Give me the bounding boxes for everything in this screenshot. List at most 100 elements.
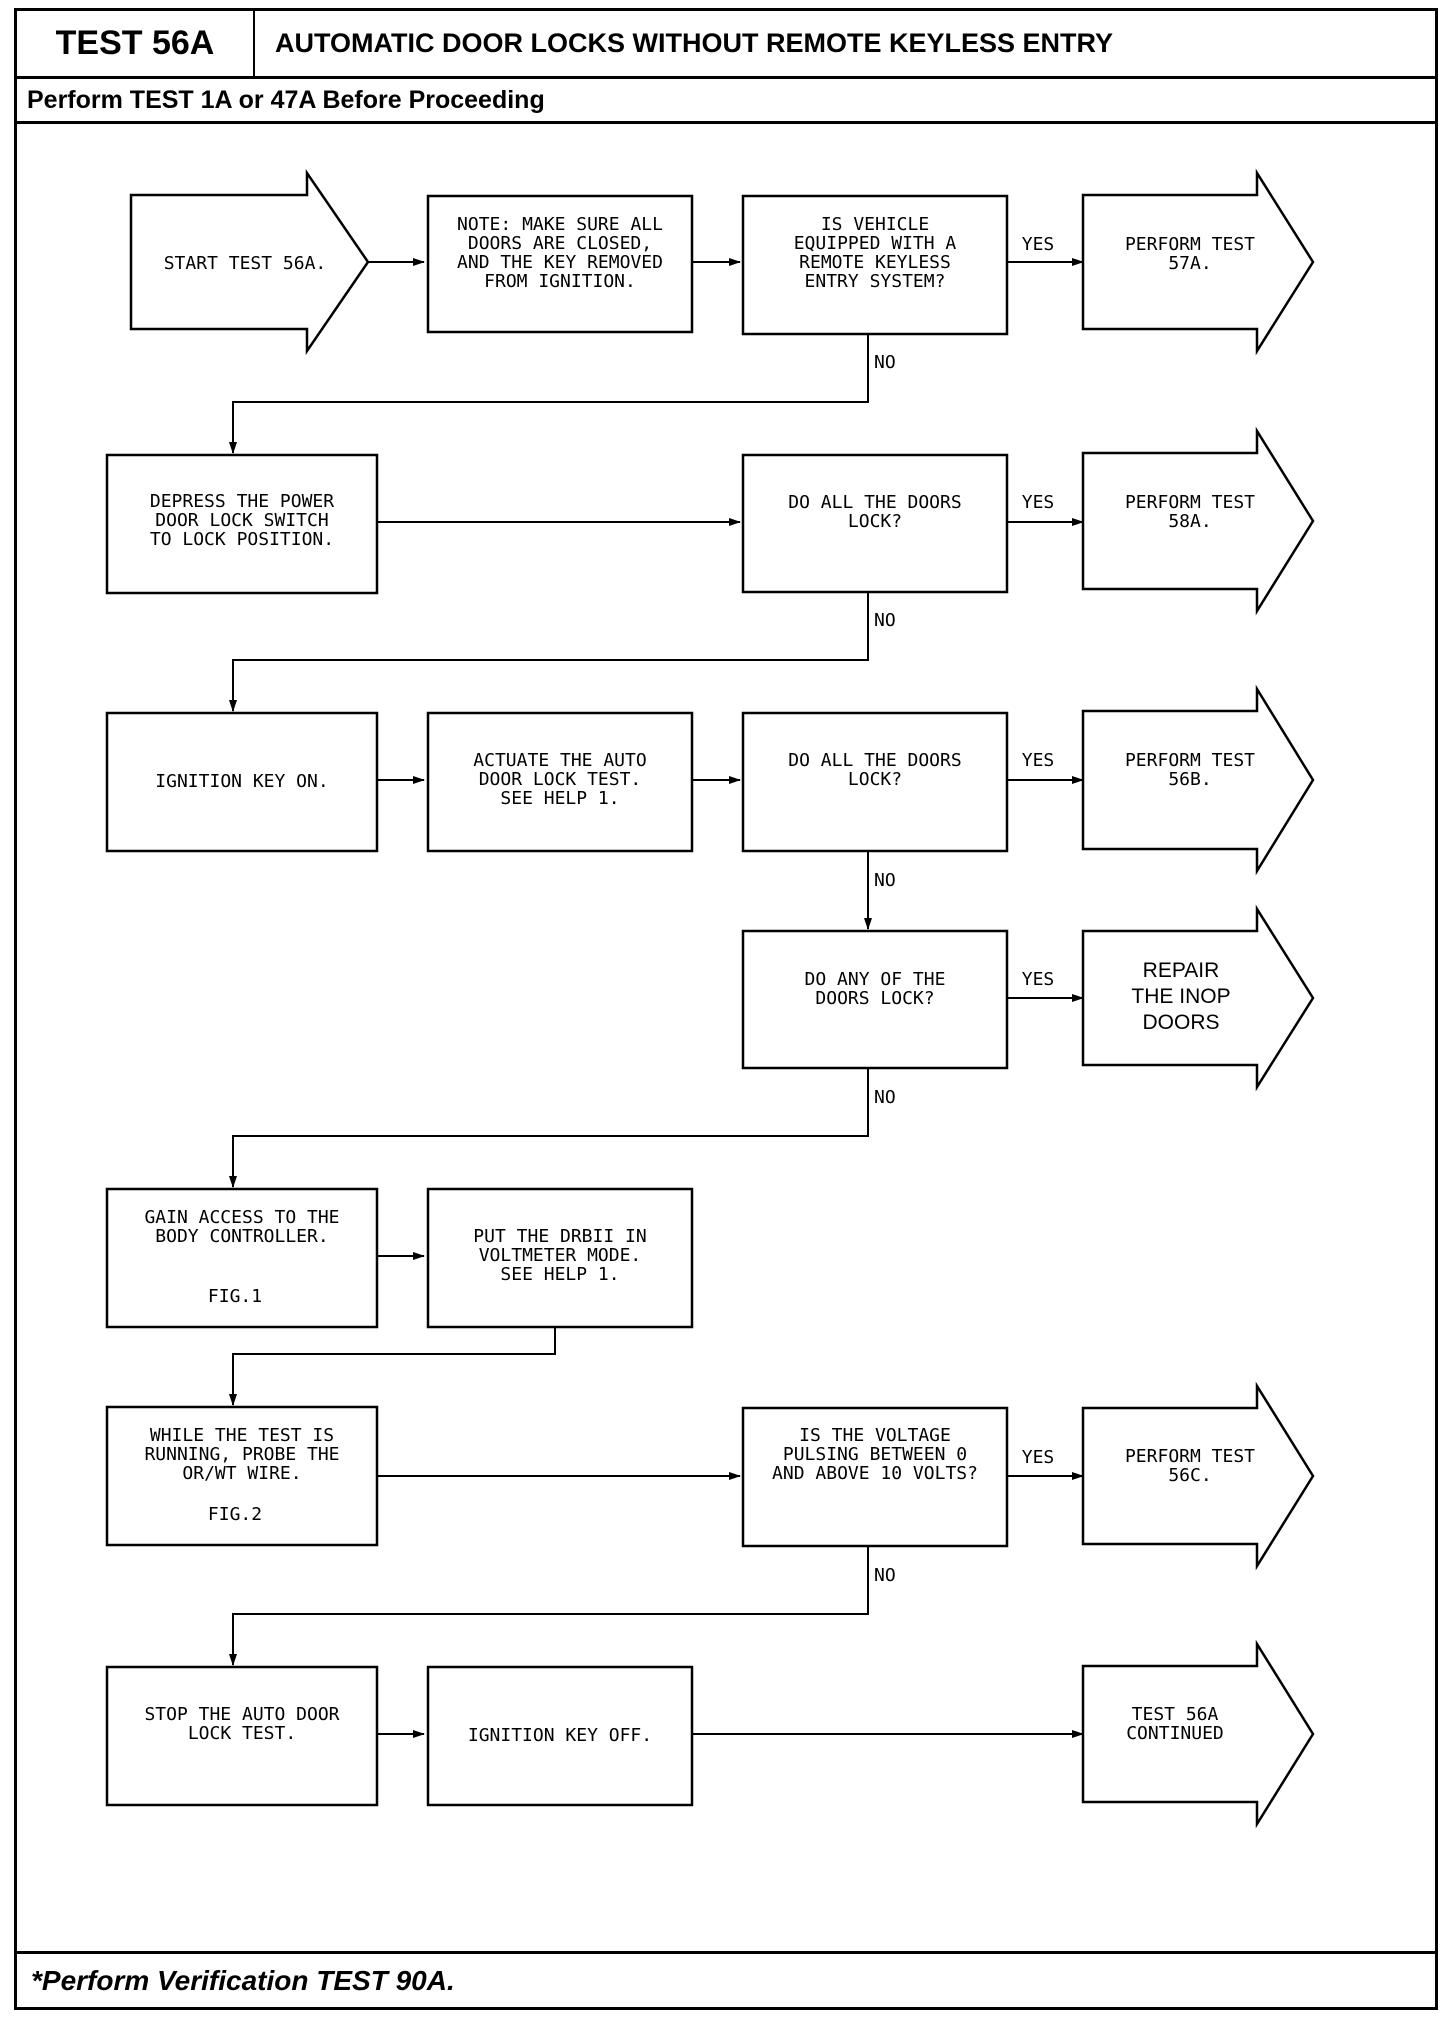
text-line: ACTUATE THE AUTO (473, 750, 646, 771)
text-line: 56B. (1168, 769, 1211, 790)
text-line: DEPRESS THE POWER (150, 491, 334, 512)
title-bar: TEST 56A AUTOMATIC DOOR LOCKS WITHOUT RE… (17, 11, 1435, 79)
text-line: ENTRY SYSTEM? (805, 271, 946, 292)
any-doors-lock-question-box (741, 929, 1009, 1070)
yes-label: YES (1022, 492, 1055, 513)
text-line: IGNITION KEY OFF. (468, 1725, 652, 1746)
note-box (426, 194, 694, 334)
yes-label: YES (1022, 1447, 1055, 1468)
ignition-off-text: IGNITION KEY OFF. (468, 1725, 652, 1746)
text-line: FROM IGNITION. (484, 271, 636, 292)
perform-56c-arrow (1081, 1381, 1315, 1571)
yes-label: YES (1022, 750, 1055, 771)
yes-label: YES (1022, 969, 1055, 990)
text-line: SEE HELP 1. (500, 788, 619, 809)
start-test-arrow (129, 168, 370, 356)
arrow-no-to-depress (229, 334, 869, 454)
text-line: AND THE KEY REMOVED (457, 252, 663, 273)
start-test-label: START TEST 56A. (164, 253, 327, 274)
text-line: PUT THE DRBII IN (473, 1226, 646, 1247)
no-label: NO (874, 870, 896, 891)
text-line: PERFORM TEST (1125, 1446, 1255, 1467)
branch-labels: YES NO YES NO YES NO YES NO YES NO (874, 234, 1054, 1586)
text-line: 57A. (1168, 253, 1211, 274)
ignition-on-box (105, 711, 379, 853)
text-line: VOLTMETER MODE. (479, 1245, 642, 1266)
text-line: DOORS (1142, 1011, 1219, 1034)
text-line: SEE HELP 1. (500, 1264, 619, 1285)
gain-access-box (105, 1187, 379, 1329)
repair-doors-arrow (1081, 904, 1315, 1092)
text-line: IGNITION KEY ON. (155, 771, 328, 792)
continued-arrow (1081, 1639, 1315, 1829)
text-line: WHILE THE TEST IS (150, 1425, 334, 1446)
test-id: TEST 56A (17, 11, 255, 76)
text-line: PULSING BETWEEN 0 (783, 1444, 967, 1465)
text-line: OR/WT WIRE. (182, 1463, 301, 1484)
text-line: LOCK TEST. (188, 1723, 296, 1744)
text-line: BODY CONTROLLER. (155, 1226, 328, 1247)
text-line: DO ALL THE DOORS (788, 492, 961, 513)
no-label: NO (874, 1565, 896, 1586)
prerequisite-note: Perform TEST 1A or 47A Before Proceeding (27, 85, 545, 114)
text-line: DOORS LOCK? (815, 988, 934, 1009)
yes-label: YES (1022, 234, 1055, 255)
doors-lock-question-box-2 (741, 711, 1009, 853)
perform-56b-arrow (1081, 684, 1315, 876)
fig-1-ref: FIG.1 (208, 1286, 262, 1307)
connectors (229, 258, 1084, 1738)
text-line: DOOR LOCK TEST. (479, 769, 642, 790)
text-line: LOCK? (848, 511, 902, 532)
ignition-on-text: IGNITION KEY ON. (155, 771, 328, 792)
text-line: NOTE: MAKE SURE ALL (457, 214, 663, 235)
text-line: IS VEHICLE (821, 214, 929, 235)
page-frame: TEST 56A AUTOMATIC DOOR LOCKS WITHOUT RE… (14, 8, 1438, 2010)
text-line: EQUIPPED WITH A (794, 233, 957, 254)
text-line: THE INOP (1131, 985, 1230, 1008)
actuate-test-box (426, 711, 694, 853)
arrow-no-to-stop (229, 1546, 869, 1666)
text-line: 58A. (1168, 511, 1211, 532)
arrow-drbii-to-probe (229, 1327, 556, 1406)
text-line: PERFORM TEST (1125, 492, 1255, 513)
text-line: DO ALL THE DOORS (788, 750, 961, 771)
text-line: IS THE VOLTAGE (799, 1425, 951, 1446)
fig-2-ref: FIG.2 (208, 1504, 262, 1525)
text-line: 56C. (1168, 1465, 1211, 1486)
no-label: NO (874, 610, 896, 631)
text-line: GAIN ACCESS TO THE (144, 1207, 339, 1228)
text-line: DOOR LOCK SWITCH (155, 510, 328, 531)
text-line: PERFORM TEST (1125, 750, 1255, 771)
doors-lock-question-box (741, 453, 1009, 594)
probe-wire-box (105, 1405, 379, 1547)
no-label: NO (874, 352, 896, 373)
verification-note: *Perform Verification TEST 90A. (31, 1964, 455, 1996)
text-line: START TEST 56A. (164, 253, 327, 274)
depress-switch-box (105, 453, 379, 595)
ignition-off-box (426, 1665, 694, 1807)
footer-bar: *Perform Verification TEST 90A. (17, 1951, 1435, 2007)
perform-57a-arrow (1081, 168, 1315, 356)
text-line: RUNNING, PROBE THE (144, 1444, 339, 1465)
stop-test-box (105, 1665, 379, 1807)
text-line: DOORS ARE CLOSED, (468, 233, 652, 254)
perform-58a-arrow (1081, 426, 1315, 616)
voltage-question-box (741, 1406, 1009, 1548)
